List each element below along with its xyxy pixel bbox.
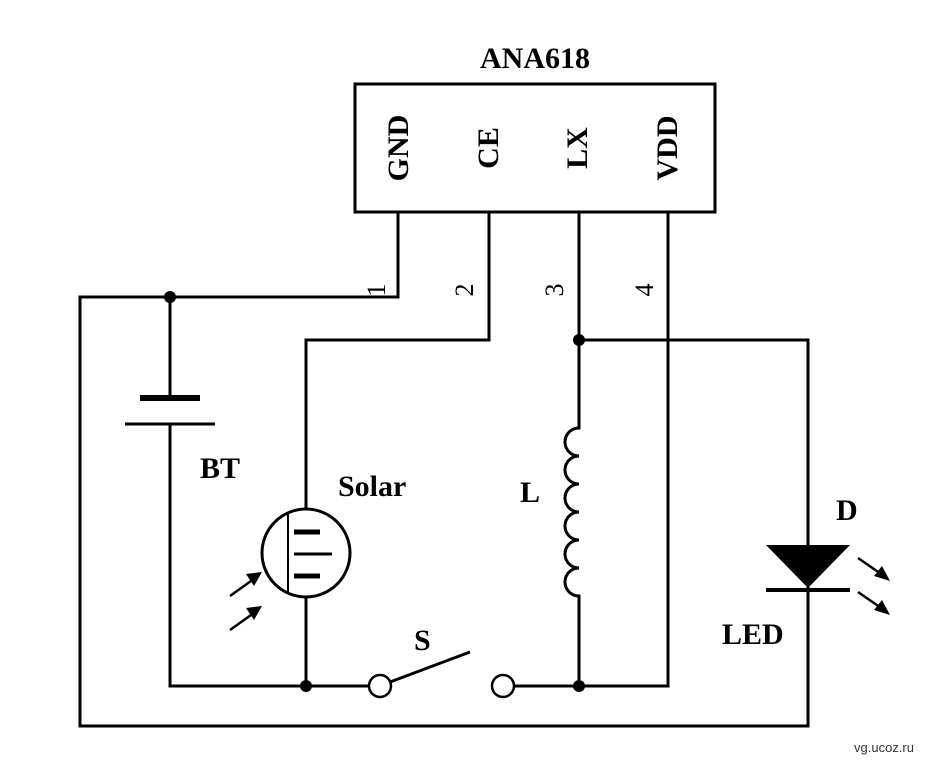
junction-dot: [573, 680, 585, 692]
switch-label: S: [414, 624, 431, 657]
wire-gnd-loop: [78, 210, 810, 728]
pin-label-ce: CE: [472, 127, 505, 169]
light-arrows-icon: [229, 572, 262, 632]
pin-number-2: 2: [450, 284, 479, 297]
ic-title: ANA618: [480, 42, 590, 75]
inductor-symbol: [563, 426, 581, 598]
led-label: LED: [722, 618, 784, 651]
battery-symbol: [125, 395, 215, 426]
battery-label: BT: [200, 452, 240, 485]
ic-ana618: ANA618 GND CE LX VDD: [353, 42, 717, 214]
watermark: vg.ucoz.ru: [854, 740, 914, 755]
wires: [78, 210, 810, 728]
junction-dot: [164, 291, 176, 303]
inductor-label: L: [520, 476, 540, 509]
wire-ce: [304, 210, 491, 512]
wire-vdd: [577, 210, 670, 688]
solar-label: Solar: [338, 470, 406, 503]
junction-dot: [300, 680, 312, 692]
diode-label: D: [836, 494, 858, 527]
switch-symbol: [367, 650, 516, 699]
led-symbol: [766, 545, 850, 592]
solar-cell-symbol: [260, 507, 352, 599]
pin-number-1: 1: [362, 284, 391, 297]
pin-number-4: 4: [630, 284, 659, 297]
emission-arrows-icon: [857, 556, 890, 615]
ic-body: [353, 82, 717, 214]
pin-label-vdd: VDD: [651, 116, 684, 181]
pin-label-lx: LX: [561, 127, 594, 169]
junction-dot: [573, 334, 585, 346]
pin-number-3: 3: [540, 284, 569, 297]
wire-lx-led: [577, 338, 810, 547]
pin-label-gnd: GND: [382, 115, 415, 182]
